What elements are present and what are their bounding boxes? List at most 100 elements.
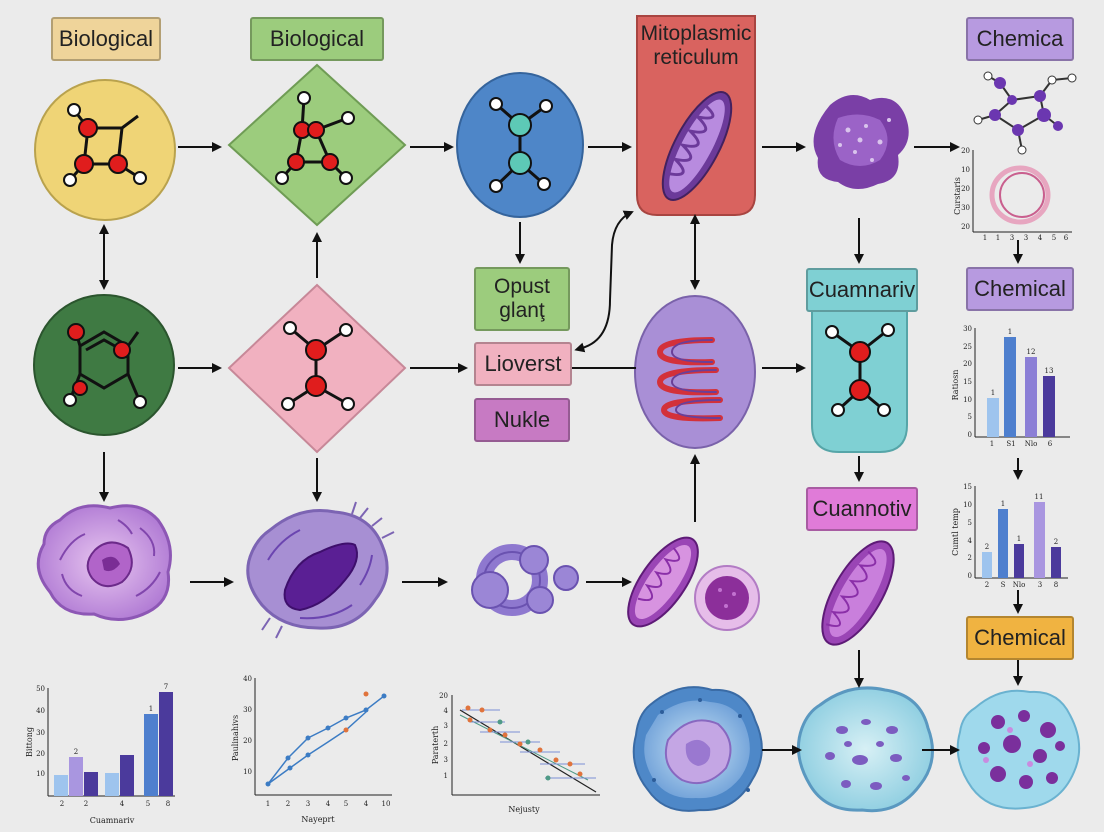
- bar-r2-label-0: 2: [985, 543, 989, 551]
- teal-molecule-box: [811, 299, 908, 453]
- line-ytick-1: 30: [243, 706, 252, 714]
- teal-cell: [796, 686, 934, 813]
- bar-r2-xtick-2: Nlo: [1013, 581, 1026, 589]
- bar-r2-label-2: 1: [1017, 535, 1021, 543]
- bar-r2-xtick-0: 2: [985, 581, 989, 589]
- bar-chart-bottom-left-xlabel: Cuamnariv: [90, 816, 135, 825]
- bar-r1-ytick-1: 25: [963, 343, 972, 351]
- bar-r1-xtick-0: 1: [990, 440, 994, 448]
- bar-bl-ytick-2: 30: [36, 729, 45, 737]
- line-xtick-5: 4: [364, 800, 369, 808]
- light-blue-cell: [956, 689, 1081, 810]
- yellow-molecule-circle: [34, 79, 176, 221]
- circle-xtick-1: 1: [996, 234, 1000, 242]
- bar-bl-xtick-4: 8: [166, 800, 170, 808]
- scatter-ytick-1: 4: [444, 707, 449, 715]
- circle-ytick-3: 30: [961, 204, 970, 212]
- bar-r2-ytick-2: 5: [968, 519, 972, 527]
- scatter-ytick-4: 3: [444, 756, 448, 764]
- bar-r1-xtick-2: Nlo: [1025, 440, 1038, 448]
- bar-bl-ytick-1: 40: [36, 707, 45, 715]
- bar-r1-label-2: 12: [1027, 348, 1036, 356]
- line-xtick-0: 1: [266, 800, 270, 808]
- bar-r2-xtick-1: S: [1001, 581, 1006, 589]
- bar-chart-right-1-ylabel: Ratiosn: [951, 370, 960, 401]
- label-cuamnariv: Cuamnariv: [806, 268, 918, 312]
- bar-bl-label-2: 7: [164, 683, 168, 691]
- bar-r1-ytick-4: 10: [963, 396, 972, 404]
- bar-r1-xtick-1: S1: [1006, 440, 1015, 448]
- bar-r2-xtick-3: 3: [1038, 581, 1042, 589]
- purple-cell-1: [36, 504, 172, 621]
- bar-chart-right-2-ylabel: Cumtl temp: [951, 508, 960, 556]
- line-ytick-3: 10: [243, 768, 252, 776]
- bar-chart-bottom-left-ylabel: Bittong: [25, 727, 34, 757]
- scatter-ytick-3: 2: [444, 740, 448, 748]
- line-xtick-6: 10: [382, 800, 391, 808]
- bar-r1-xtick-3: 6: [1048, 440, 1053, 448]
- label-cuannotiv: Cuannotiv: [806, 487, 918, 531]
- purple-protein-blob: [813, 95, 909, 190]
- circle-ytick-2: 20: [961, 185, 970, 193]
- bar-bl-xtick-0: 2: [60, 800, 64, 808]
- purple-cell-2: [246, 501, 395, 639]
- bar-r2-label-1: 1: [1001, 500, 1005, 508]
- bar-bl-ytick-3: 20: [36, 750, 45, 758]
- circle-xtick-3: 3: [1024, 234, 1028, 242]
- line-ytick-2: 20: [243, 737, 252, 745]
- circle-ytick-4: 20: [961, 223, 970, 231]
- purple-ring-molecule: [471, 544, 579, 616]
- purple-molecule-network: [973, 71, 1077, 155]
- label-lioverst: Lioverst: [474, 342, 572, 386]
- circle-ytick-1: 10: [961, 166, 970, 174]
- bar-r1-ytick-0: 30: [963, 325, 972, 333]
- mitochondrion-single: [821, 540, 895, 646]
- line-chart-ylabel: Paulinahivs: [231, 715, 240, 761]
- bar-r2-ytick-5: 0: [968, 572, 972, 580]
- bar-bl-ytick-0: 50: [36, 685, 45, 693]
- bar-bl-xtick-1: 2: [84, 800, 88, 808]
- bar-r2-xtick-4: 8: [1054, 581, 1058, 589]
- label-chemical-2: Chemical: [966, 267, 1074, 311]
- circle-xtick-6: 6: [1064, 234, 1069, 242]
- line-xtick-4: 5: [344, 800, 348, 808]
- label-biological-2: Biological: [250, 17, 384, 61]
- bar-r2-label-4: 2: [1054, 538, 1058, 546]
- circle-chart-ylabel: Curstaris: [953, 177, 962, 215]
- label-chemica: Chemica: [966, 17, 1074, 61]
- bar-r1-ytick-2: 20: [963, 360, 972, 368]
- line-xtick-2: 3: [306, 800, 310, 808]
- bar-bl-label-0: 2: [74, 748, 78, 756]
- line-xtick-3: 4: [326, 800, 331, 808]
- bar-r1-ytick-5: 5: [968, 413, 972, 421]
- label-opust-glant: Opust glanţ: [474, 267, 570, 331]
- green-molecule-diamond: [227, 63, 407, 227]
- scatter-ytick-0: 20: [439, 692, 448, 700]
- bar-r2-ytick-0: 15: [963, 483, 972, 491]
- label-mitoplasmic-reticulum: Mitoplasmic reticulum: [640, 21, 752, 69]
- bar-r1-ytick-3: 15: [963, 378, 972, 386]
- bar-bl-xtick-3: 5: [146, 800, 150, 808]
- bar-r2-ytick-4: 2: [968, 554, 972, 562]
- label-biological-1: Biological: [51, 17, 161, 61]
- circle-xtick-4: 4: [1038, 234, 1043, 242]
- mitoplasmic-reticulum-box: [636, 15, 756, 216]
- scatter-chart-ylabel: Paraterth: [431, 726, 440, 765]
- pink-molecule-diamond: [227, 283, 407, 454]
- circle-ytick-0: 20: [961, 147, 970, 155]
- line-chart-xlabel: Nayeprt: [301, 815, 335, 824]
- bar-r1-ytick-6: 0: [968, 431, 972, 439]
- line-ytick-0: 40: [243, 675, 252, 683]
- arrows: [99, 142, 1023, 755]
- scatter-ytick-2: 3: [444, 722, 448, 730]
- bar-r1-label-3: 13: [1045, 367, 1054, 375]
- bar-bl-label-1: 1: [149, 705, 153, 713]
- bar-r2-label-3: 11: [1035, 493, 1044, 501]
- mitochondrion-pair: [627, 536, 760, 631]
